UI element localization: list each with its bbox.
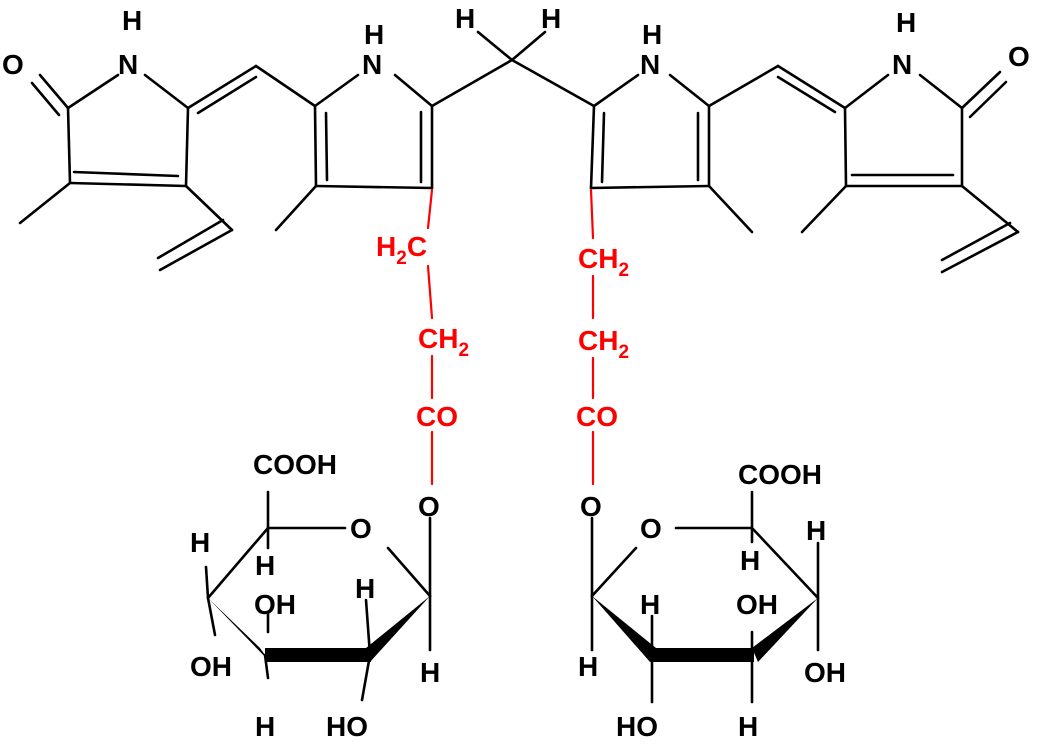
right-ho-c2: HO <box>616 711 658 742</box>
left-oh-c3: OH <box>254 589 296 620</box>
left-h-c1: H <box>420 657 440 688</box>
ring-a-carbonyl-o: O <box>2 49 24 80</box>
left-h-c3: H <box>255 711 275 742</box>
right-ch2-lower-label: CH2 <box>578 325 629 363</box>
right-h-c5: H <box>740 545 760 576</box>
left-ester-o: O <box>418 491 440 522</box>
left-co-label: CO <box>416 401 458 432</box>
ring-b-nh-n: N <box>362 49 382 80</box>
left-h-c2: H <box>355 573 375 604</box>
left-h2c-label: H2C <box>376 231 427 269</box>
right-h-c4-up: H <box>806 515 826 546</box>
right-h-c2: H <box>640 589 660 620</box>
bridge-h-right: H <box>541 3 561 34</box>
ring-d-carbonyl-o: O <box>1008 41 1030 72</box>
right-oh-c4: OH <box>804 657 846 688</box>
right-h-c1: H <box>578 651 598 682</box>
left-h-c4-up: H <box>190 527 210 558</box>
wedge-bonds <box>208 596 818 662</box>
left-ring-o: O <box>350 513 372 544</box>
bridge-h-left: H <box>455 3 475 34</box>
right-ring-o: O <box>640 513 662 544</box>
right-cooh: COOH <box>738 459 822 490</box>
right-h-c3: H <box>738 711 758 742</box>
right-oh-c3: OH <box>736 589 778 620</box>
ring-c-nh-n: N <box>640 49 660 80</box>
left-ch2-label: CH2 <box>418 323 469 361</box>
left-oh-c4: OH <box>190 651 232 682</box>
left-ho-c2: HO <box>326 711 368 742</box>
left-h-c5: H <box>255 550 275 581</box>
linker-bonds <box>426 188 595 486</box>
right-ch2-upper-label: CH2 <box>578 243 629 281</box>
ring-d-nh-h: H <box>896 7 916 38</box>
left-cooh: COOH <box>253 449 337 480</box>
right-co-label: CO <box>576 401 618 432</box>
ring-a-nh-n: N <box>118 49 138 80</box>
ring-a-nh-h: H <box>122 5 142 36</box>
right-ester-o: O <box>580 491 602 522</box>
skeleton-bonds <box>18 30 1020 704</box>
ring-b-nh-h: H <box>364 19 384 50</box>
ring-c-nh-h: H <box>642 19 662 50</box>
ring-d-nh-n: N <box>892 49 912 80</box>
